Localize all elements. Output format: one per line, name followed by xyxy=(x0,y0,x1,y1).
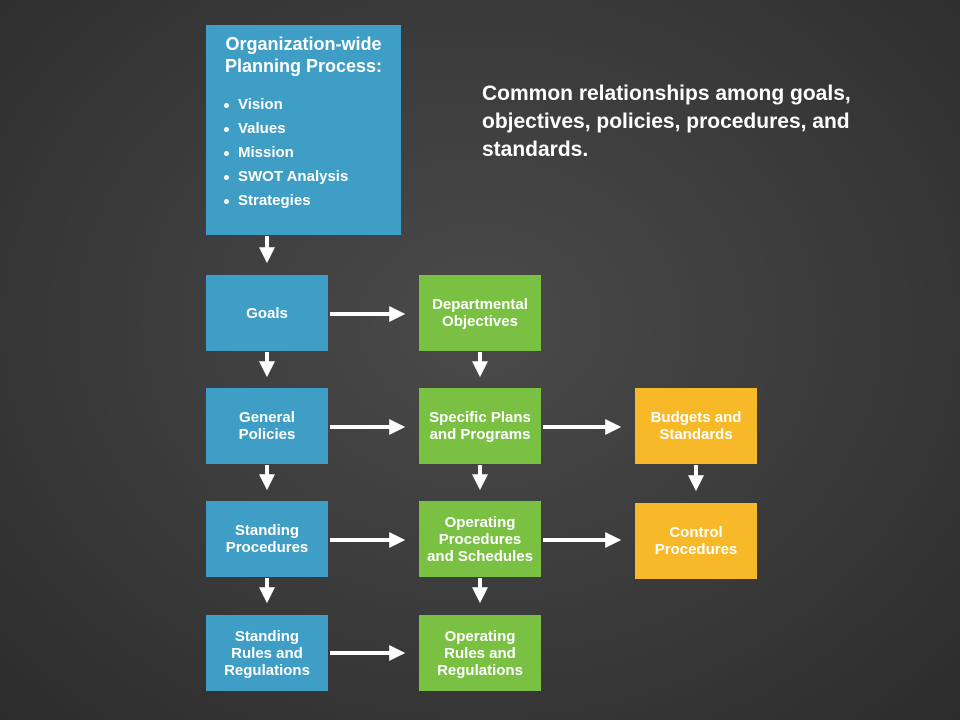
general-policies-box: General Policies xyxy=(206,388,328,464)
standing-procedures-box: Standing Procedures xyxy=(206,501,328,577)
budgets-box: Budgets and Standards xyxy=(635,388,757,464)
bullet-icon xyxy=(224,198,229,204)
bullet-icon xyxy=(224,102,229,108)
planning-process-list: Vision Values Mission SWOT Analysis Stra… xyxy=(206,93,401,213)
planning-process-title: Organization-wide Planning Process: xyxy=(224,34,383,76)
departmental-objectives-box: Departmental Objectives xyxy=(419,275,541,351)
list-item: Strategies xyxy=(224,189,401,213)
bullet-icon xyxy=(224,150,229,156)
control-procedures-box: Control Procedures xyxy=(635,503,757,579)
standing-rules-box: Standing Rules and Regulations xyxy=(206,615,328,691)
specific-plans-box: Specific Plans and Programs xyxy=(419,388,541,464)
planning-process-box: Organization-wide Planning Process: Visi… xyxy=(206,25,401,235)
operating-rules-box: Operating Rules and Regulations xyxy=(419,615,541,691)
list-item: Values xyxy=(224,117,401,141)
list-item: Mission xyxy=(224,141,401,165)
list-item: SWOT Analysis xyxy=(224,165,401,189)
bullet-icon xyxy=(224,174,229,180)
goals-box: Goals xyxy=(206,275,328,351)
operating-procedures-box: Operating Procedures and Schedules xyxy=(419,501,541,577)
diagram-caption: Common relationships among goals, object… xyxy=(482,82,851,161)
list-item: Vision xyxy=(224,93,401,117)
bullet-icon xyxy=(224,126,229,132)
